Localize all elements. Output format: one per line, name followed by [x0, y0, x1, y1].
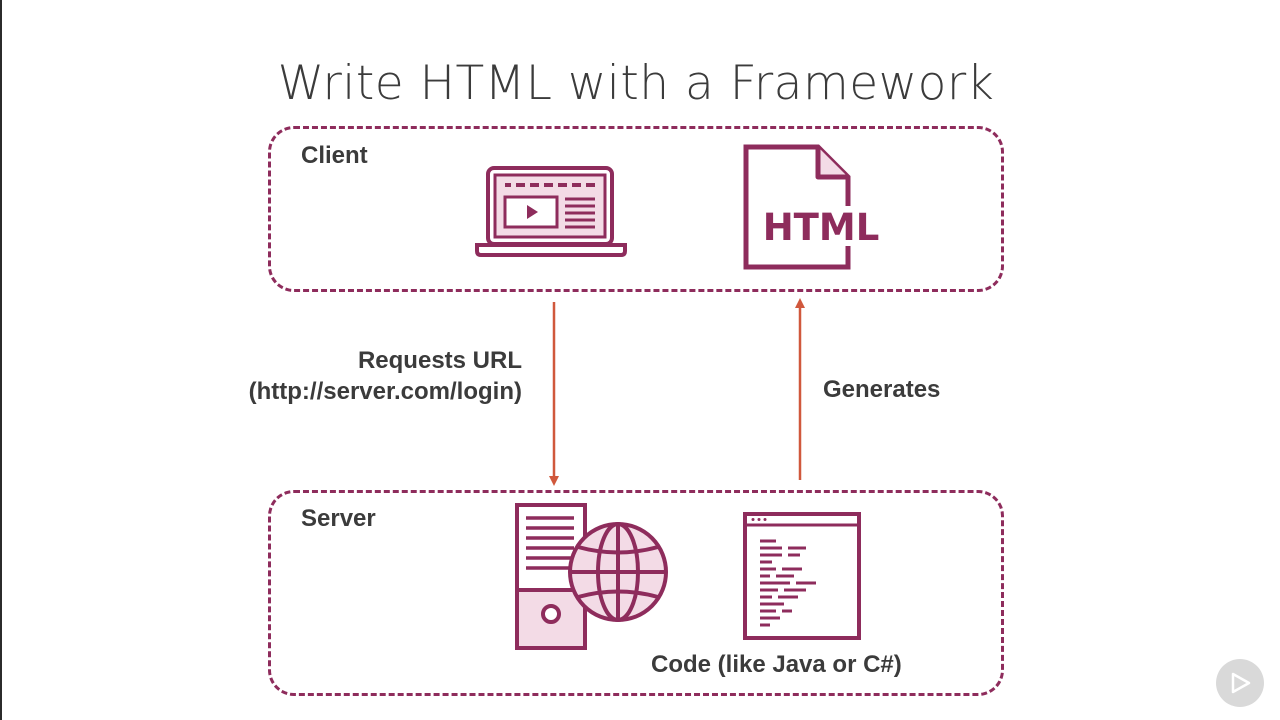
request-arrow	[546, 302, 562, 493]
play-icon	[1231, 672, 1251, 694]
server-globe-icon	[514, 502, 670, 657]
request-label-line1: Requests URL	[357, 347, 522, 374]
request-label: Requests URL (http://server.com/login)	[186, 345, 522, 407]
response-label: Generates	[823, 376, 941, 403]
server-box	[268, 490, 1004, 696]
html-file-text: HTML	[763, 206, 880, 249]
server-label: Server	[301, 505, 376, 532]
slide-title: Write HTML with a Framework	[277, 56, 995, 111]
code-window-icon	[742, 511, 862, 646]
client-box	[268, 126, 1004, 292]
laptop-browser-icon	[475, 165, 627, 264]
html-file-icon: HTML	[743, 144, 879, 275]
play-button[interactable]	[1216, 659, 1264, 707]
window-edge	[0, 0, 2, 720]
code-label: Code (like Java or C#)	[651, 651, 902, 678]
response-arrow	[792, 296, 808, 487]
client-label: Client	[301, 142, 368, 169]
request-label-line2: (http://server.com/login)	[248, 378, 522, 405]
